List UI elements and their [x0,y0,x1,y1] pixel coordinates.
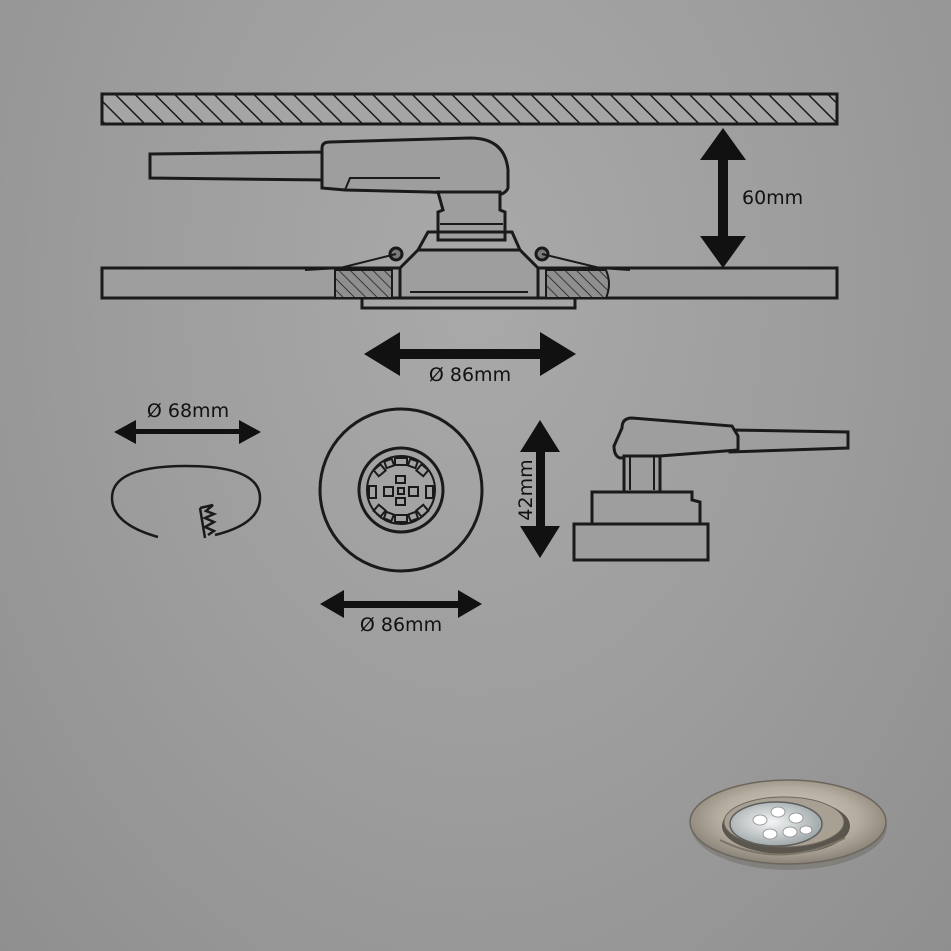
height-arrow-60 [700,128,746,268]
panel-hatch-right [545,269,610,299]
cutout-ring [110,464,262,539]
width-arrow-86-top [364,332,576,376]
height-arrow-42 [520,420,560,558]
lamp-section [148,136,631,310]
panel-hatch-left [334,269,393,299]
side-view-fixture [572,416,850,562]
recessed-spotlight-photo-icon [689,779,887,870]
width-arrow-86-front [320,590,482,618]
ceiling-slab [100,92,839,126]
label-42mm: 42mm [515,459,537,520]
label-60mm: 60mm [742,187,803,209]
front-view-fixture [318,407,484,573]
label-cutout-68: Ø 68mm [147,400,229,422]
label-diameter-86-top: Ø 86mm [429,364,511,386]
label-diameter-86-front: Ø 86mm [360,614,442,636]
width-arrow-68 [114,420,261,444]
